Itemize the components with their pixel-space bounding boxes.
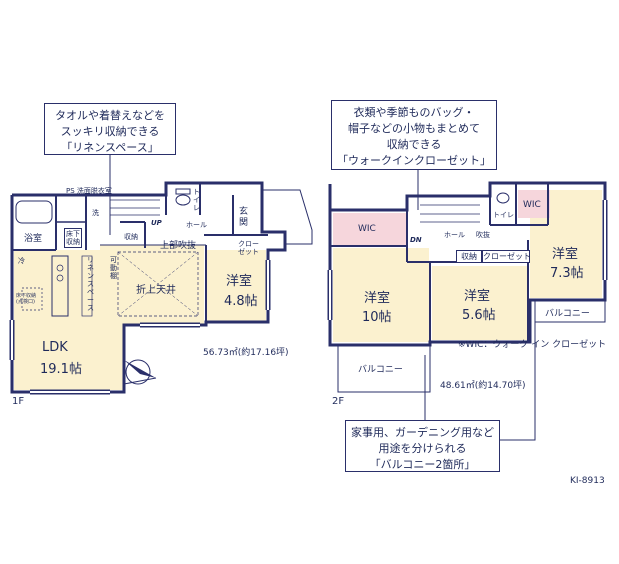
movable-shelf-label: 可 動 棚: [110, 256, 117, 280]
closet2-label: クローゼット: [482, 250, 531, 263]
compass-icon: [123, 359, 157, 385]
linen-char: ス: [87, 304, 94, 312]
r10-name: 洋室: [364, 291, 391, 306]
callout-line: 家事用、ガーデニング用など: [351, 426, 494, 439]
wic-note: ※WIC：ウォーク イン クローゼット: [458, 340, 607, 350]
r56-size: 5.6帖: [462, 308, 496, 323]
toilet-char: イ: [193, 196, 200, 204]
ldk-name: LDK: [42, 340, 68, 355]
callout3-leader-right: [500, 305, 536, 441]
r56-name: 洋室: [464, 289, 491, 304]
r10-size: 10帖: [362, 310, 392, 325]
hall2-label: ホール: [444, 231, 465, 239]
wic-right-label: WIC: [523, 200, 541, 210]
upper-void-label: 上部吹抜: [160, 241, 197, 251]
floor1-area: 56.73㎡(約17.16坪): [203, 348, 289, 358]
shelf-char: 可: [110, 256, 117, 264]
genkan-char: 玄: [239, 207, 249, 217]
shelf-char: 棚: [110, 272, 117, 280]
wic-left-label: WIC: [358, 224, 376, 234]
r73-size: 7.3帖: [550, 266, 584, 281]
dn-label: DN: [410, 236, 422, 244]
closet-line: ゼット: [238, 248, 259, 256]
callout-line: 「バルコニー2箇所」: [369, 458, 476, 471]
ceiling-dash: [117, 251, 199, 317]
fridge-label: 冷: [18, 257, 25, 265]
wash-label: 洗: [92, 209, 99, 217]
hall1-label: ホール: [186, 221, 207, 229]
linen-char: リ: [87, 256, 94, 264]
shelf-char: 動: [110, 264, 117, 272]
bath-label: 浴室: [24, 234, 43, 244]
floor2-label: 2F: [332, 396, 345, 407]
toilet2-label: トイレ: [493, 211, 514, 219]
toilet1-label: ト イ レ: [193, 188, 200, 212]
balcony-bottom-label: バルコニー: [358, 365, 403, 375]
linen-char: ペ: [87, 288, 94, 296]
toilet-char: ト: [193, 188, 200, 196]
closet-line: クロー: [238, 240, 259, 248]
underfloor-label: 床下 収納: [64, 228, 82, 248]
western48-size: 4.8帖: [224, 294, 258, 309]
storage1-label: 収納: [124, 233, 138, 241]
western48-name: 洋室: [226, 274, 253, 289]
callout-line: 「リネンスペース」: [61, 141, 159, 154]
linen-label: リ ネ ン ス ペ ー ス: [87, 256, 94, 312]
toilet-char: レ: [193, 204, 200, 212]
up-label: UP: [151, 219, 162, 227]
callout-line: タオルや着替えなどを: [55, 109, 165, 122]
genkan-label: 玄 関: [239, 207, 248, 229]
underfloor-line: 床下: [66, 230, 80, 238]
callout-line: 衣類や季節ものバッグ・: [353, 106, 475, 119]
callout-line: 収納できる: [386, 138, 442, 151]
floor1-label: 1F: [12, 396, 25, 407]
linen-char: ン: [87, 272, 94, 280]
kitchen-storage-label: 床下収納 (点検口): [16, 293, 36, 305]
floor2-area: 48.61㎡(約14.70坪): [440, 381, 526, 391]
underfloor-line: 収納: [66, 238, 80, 246]
western48-fill: [206, 250, 266, 322]
floor1-plan: [9, 181, 313, 395]
genkan-char: 関: [239, 218, 249, 228]
callout-walk-in-closet: 衣類や季節ものバッグ・ 帽子などの小物もまとめて 収納できる 「ウォークインクロ…: [331, 100, 497, 170]
ceiling-fill: [100, 245, 204, 325]
ceiling-label: 折上天井: [136, 285, 176, 296]
linen-char: ー: [87, 296, 94, 304]
ldk-size: 19.1帖: [40, 362, 82, 377]
closet1-label: クロー ゼット: [238, 240, 259, 256]
callout-line: スッキリ収納できる: [60, 125, 160, 138]
floor2-plan: [327, 181, 608, 393]
callout-line: 「ウォークインクローゼット」: [337, 154, 491, 167]
r73-name: 洋室: [552, 247, 579, 262]
ps-wash-label: PS 洗面脱衣室: [66, 187, 112, 195]
callout-linen-space: タオルや着替えなどを スッキリ収納できる 「リネンスペース」: [44, 103, 176, 155]
balcony-right-label: バルコニー: [545, 309, 590, 319]
linen-char: ネ: [87, 264, 94, 272]
storage2-label: 収納: [456, 250, 482, 263]
callout-line: 帽子などの小物もまとめて: [348, 122, 480, 135]
callout-line: 用途を分けられる: [378, 442, 467, 455]
void2-label: 吹抜: [476, 231, 490, 239]
floor1-outer-wall: [10, 181, 287, 394]
property-code: KI-8913: [570, 476, 605, 486]
kitchen-storage-line: (点検口): [16, 299, 35, 305]
kitchen-storage-line: 床下収納: [16, 293, 37, 299]
linen-char: ス: [87, 280, 94, 288]
callout-balcony: 家事用、ガーデニング用など 用途を分けられる 「バルコニー2箇所」: [345, 420, 500, 472]
